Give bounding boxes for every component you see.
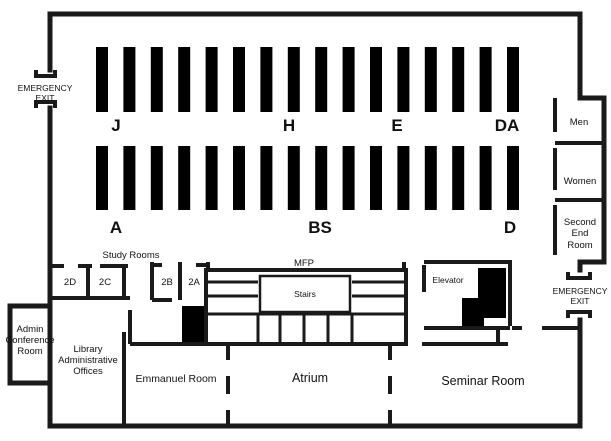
top-shelf-9 xyxy=(315,47,328,112)
bottom-shelf-5 xyxy=(205,146,218,210)
study-room-2a[interactable]: 2A xyxy=(188,277,200,288)
emergency-exit-left[interactable]: EMERGENCY EXIT xyxy=(18,70,73,108)
bottom-shelf-4 xyxy=(178,146,191,210)
womens-restroom-label: Women xyxy=(564,176,597,187)
bottom-shelf-11 xyxy=(370,146,382,210)
top-shelf-1 xyxy=(96,47,108,112)
admin-conference-line1: Admin xyxy=(17,324,44,335)
top-shelf-13 xyxy=(424,47,437,112)
top-shelf-7 xyxy=(260,47,273,112)
top-shelf-8 xyxy=(287,47,300,112)
admin-conference-line3: Room xyxy=(17,346,42,357)
aisle-label-bs: BS xyxy=(308,218,332,237)
top-shelf-10 xyxy=(342,47,355,112)
shelf-row-top xyxy=(96,47,519,112)
second-end-room-line2: End xyxy=(572,228,589,239)
aisle-label-a: A xyxy=(110,218,122,237)
aisle-label-e: E xyxy=(391,116,402,135)
top-shelf-11 xyxy=(370,47,382,112)
bottom-shelf-15 xyxy=(479,146,492,210)
top-shelf-12 xyxy=(397,47,410,112)
bottom-shelf-7 xyxy=(260,146,273,210)
bottom-shelf-16 xyxy=(507,146,519,210)
admin-conference-line2: Conference xyxy=(5,335,54,346)
aisle-label-d: D xyxy=(504,218,516,237)
study-room-2d[interactable]: 2D xyxy=(64,277,76,288)
top-shelf-4 xyxy=(178,47,191,112)
elevator-shaft xyxy=(422,260,522,344)
top-shelf-15 xyxy=(479,47,492,112)
emergency-exit-right-line2: EXIT xyxy=(571,296,590,306)
aisle-label-j: J xyxy=(111,116,120,135)
emmanuel-room-label[interactable]: Emmanuel Room xyxy=(135,373,216,385)
bottom-shelf-6 xyxy=(233,146,245,210)
bottom-shelf-14 xyxy=(452,146,465,210)
study-room-2c[interactable]: 2C xyxy=(99,277,111,288)
top-shelf-6 xyxy=(233,47,245,112)
library-offices-line2: Administrative xyxy=(58,355,118,366)
shelf-row-bottom xyxy=(96,146,519,210)
second-end-room-line1: Second xyxy=(564,217,596,228)
elevator-label[interactable]: Elevator xyxy=(432,275,463,285)
top-shelf-14 xyxy=(452,47,465,112)
room-separators xyxy=(226,346,392,426)
top-shelf-16 xyxy=(507,47,519,112)
aisle-labels: J H E DA A BS D xyxy=(110,116,519,237)
bottom-shelf-8 xyxy=(287,146,300,210)
emergency-exit-right[interactable]: EMERGENCY EXIT xyxy=(553,272,608,318)
study-room-2a-furniture xyxy=(182,306,204,344)
aisle-label-da: DA xyxy=(495,116,520,135)
seminar-room-label[interactable]: Seminar Room xyxy=(441,374,524,388)
outer-wall-east-upper xyxy=(577,95,607,273)
outer-wall-west xyxy=(47,11,583,101)
library-offices-line1: Library xyxy=(73,344,102,355)
stairs-label[interactable]: Stairs xyxy=(294,289,316,299)
outer-walls xyxy=(7,11,607,429)
atrium-label[interactable]: Atrium xyxy=(292,371,328,385)
top-shelf-5 xyxy=(205,47,218,112)
second-end-room-line3: Room xyxy=(567,240,592,251)
aisle-label-h: H xyxy=(283,116,295,135)
study-room-2b[interactable]: 2B xyxy=(161,277,173,288)
mfp-label: MFP xyxy=(294,258,314,269)
stairs-core xyxy=(204,268,408,346)
emergency-exit-right-line1: EMERGENCY xyxy=(553,286,608,296)
corridor-walls xyxy=(48,262,580,426)
restroom-block xyxy=(553,98,604,255)
bottom-shelf-10 xyxy=(342,146,355,210)
bottom-shelf-3 xyxy=(150,146,163,210)
top-shelf-3 xyxy=(150,47,163,112)
bottom-shelf-1 xyxy=(96,146,108,210)
bottom-shelf-9 xyxy=(315,146,328,210)
emergency-exit-left-line2: EXIT xyxy=(36,93,55,103)
study-rooms-walls xyxy=(50,262,208,302)
emergency-exit-left-line1: EMERGENCY xyxy=(18,83,73,93)
bottom-shelf-13 xyxy=(424,146,437,210)
library-offices-line3: Offices xyxy=(73,366,103,377)
top-shelf-2 xyxy=(123,47,136,112)
bottom-shelf-12 xyxy=(397,146,410,210)
bottom-shelf-2 xyxy=(123,146,136,210)
study-rooms-heading: Study Rooms xyxy=(102,250,159,261)
mens-restroom-label: Men xyxy=(570,117,588,128)
